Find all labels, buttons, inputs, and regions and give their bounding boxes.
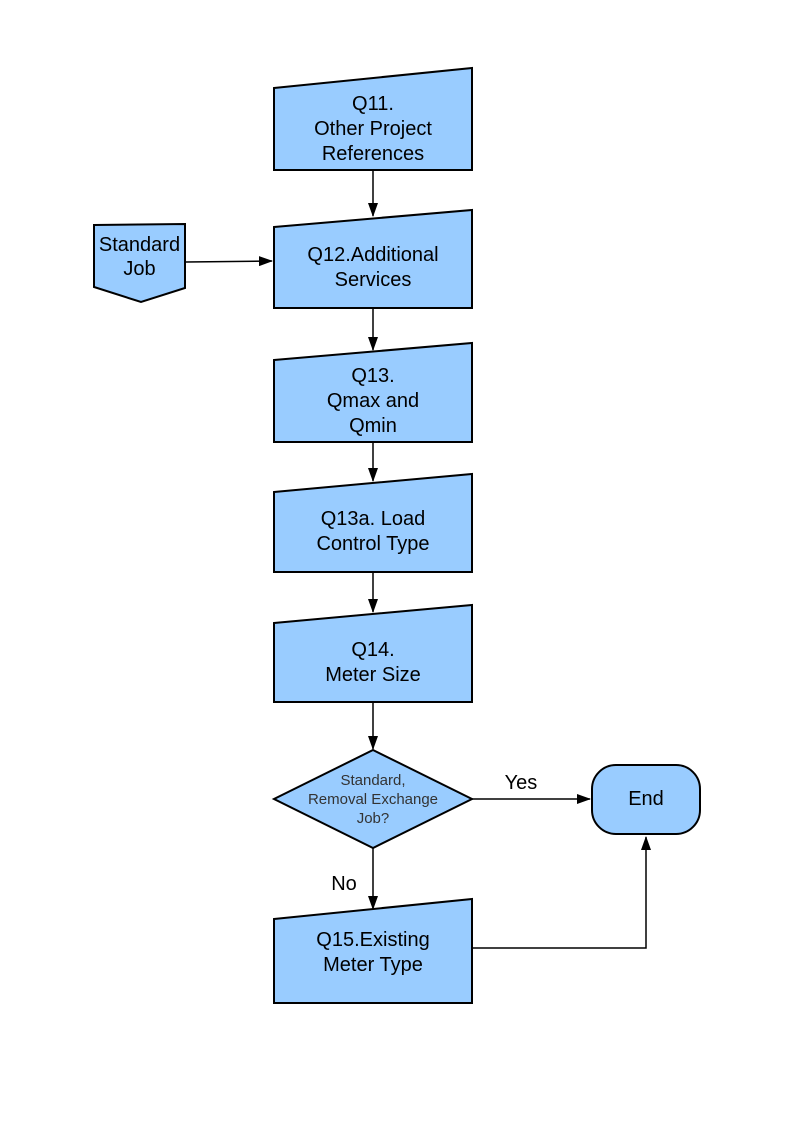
q12-shape (273, 208, 473, 309)
q14-shape (273, 603, 473, 703)
connector-standard-job-q12 (185, 256, 273, 267)
q13-shape (273, 341, 473, 443)
connector-q15-end (472, 836, 651, 949)
q13a-shape (273, 472, 473, 573)
q15-shape (273, 897, 473, 1004)
q11-shape (273, 66, 473, 171)
end-terminator-shape (591, 764, 701, 835)
standard-job-shape (93, 222, 186, 304)
decision-diamond-shape (271, 748, 475, 850)
